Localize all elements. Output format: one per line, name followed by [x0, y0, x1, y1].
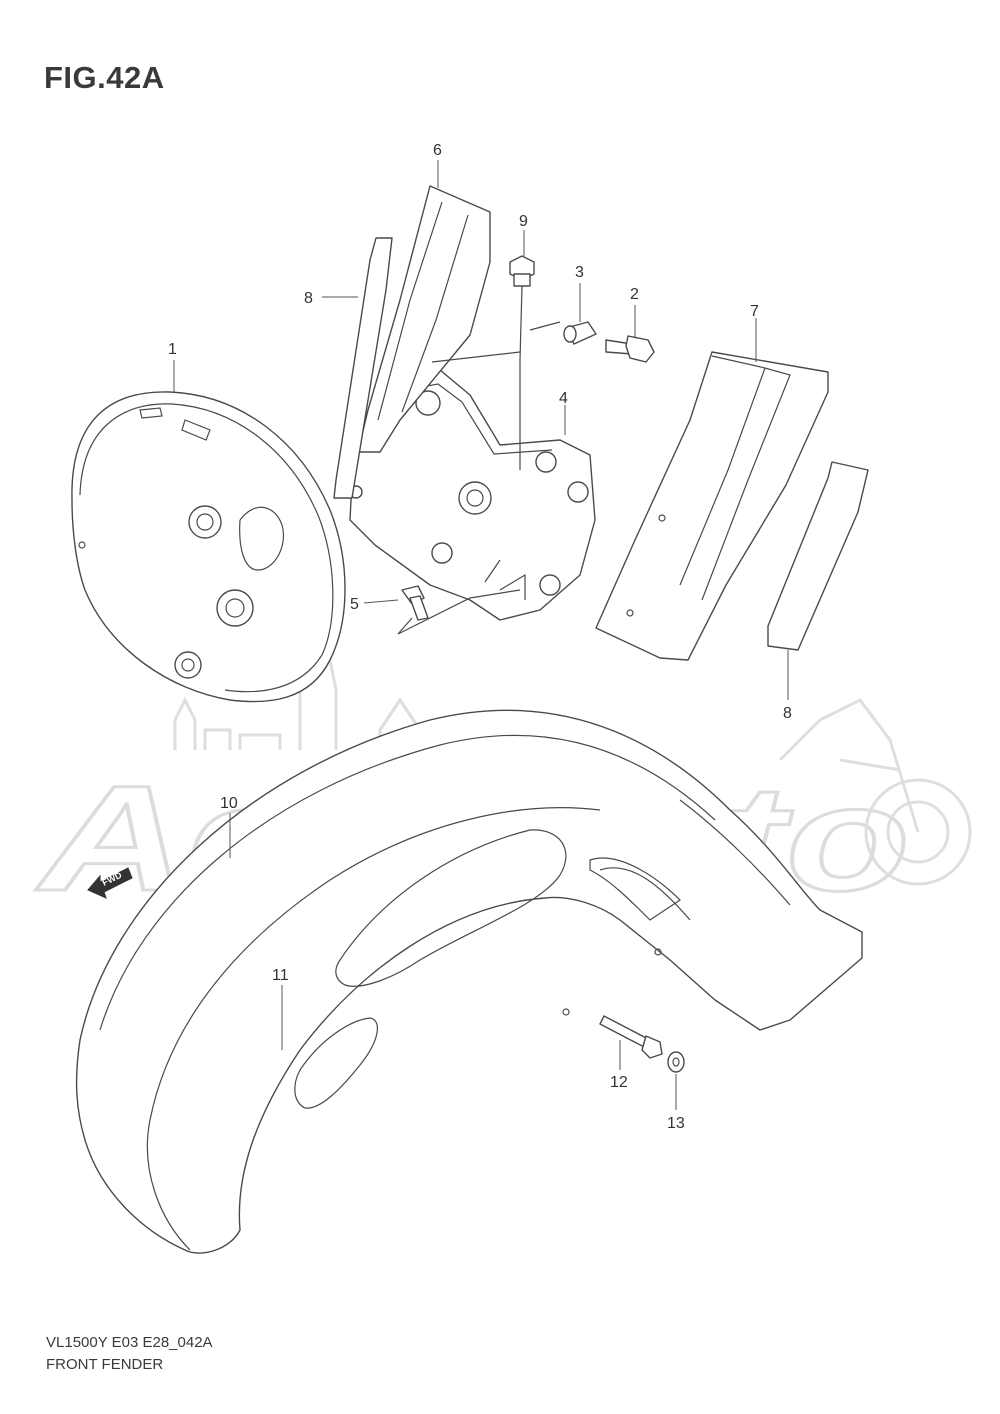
- callout-8-left: 8: [304, 290, 313, 307]
- callout-4: 4: [559, 390, 568, 407]
- part-5-screw: [397, 585, 521, 635]
- callout-labels: 1 2 3 4 5 6 7 8 8 9 10 11 12 13: [168, 142, 792, 1132]
- part-2-screw: [605, 335, 655, 363]
- callout-1: 1: [168, 341, 177, 358]
- part-3-collar: [563, 321, 597, 345]
- assembly-guide-lines: [431, 321, 561, 470]
- callout-12: 12: [610, 1074, 628, 1091]
- watermark-motorcycle-icon: [778, 698, 972, 886]
- part-4-headlight-bracket: [349, 369, 596, 621]
- callout-10: 10: [220, 795, 238, 812]
- figure-title: FIG.42A: [44, 60, 165, 95]
- part-8-left-strip: [333, 237, 393, 499]
- part-6-left-cover: [357, 185, 491, 453]
- part-9-bolt: [509, 255, 535, 361]
- callout-7: 7: [750, 303, 759, 320]
- part-11-fender-trim: [294, 829, 681, 1109]
- part-7-right-cover: [595, 351, 829, 661]
- model-code: VL1500Y E03 E28_042A: [46, 1334, 213, 1351]
- part-12-bolt: [599, 1015, 663, 1059]
- callout-13: 13: [667, 1115, 685, 1132]
- callout-5: 5: [350, 596, 359, 613]
- section-name: FRONT FENDER: [46, 1356, 164, 1373]
- part-13-washer: [667, 1051, 685, 1073]
- callout-3: 3: [575, 264, 584, 281]
- part-1-headlight-housing: [71, 391, 346, 703]
- figure-footer: VL1500Y E03 E28_042A FRONT FENDER: [46, 1332, 213, 1376]
- callout-9: 9: [519, 213, 528, 230]
- callout-11: 11: [272, 967, 289, 984]
- part-10-front-fender: [75, 709, 863, 1254]
- callout-6: 6: [433, 142, 442, 159]
- leader-lines: [173, 160, 789, 1110]
- part-8-right-strip: [767, 461, 869, 651]
- callout-2: 2: [630, 286, 639, 303]
- callout-8-right: 8: [783, 705, 792, 722]
